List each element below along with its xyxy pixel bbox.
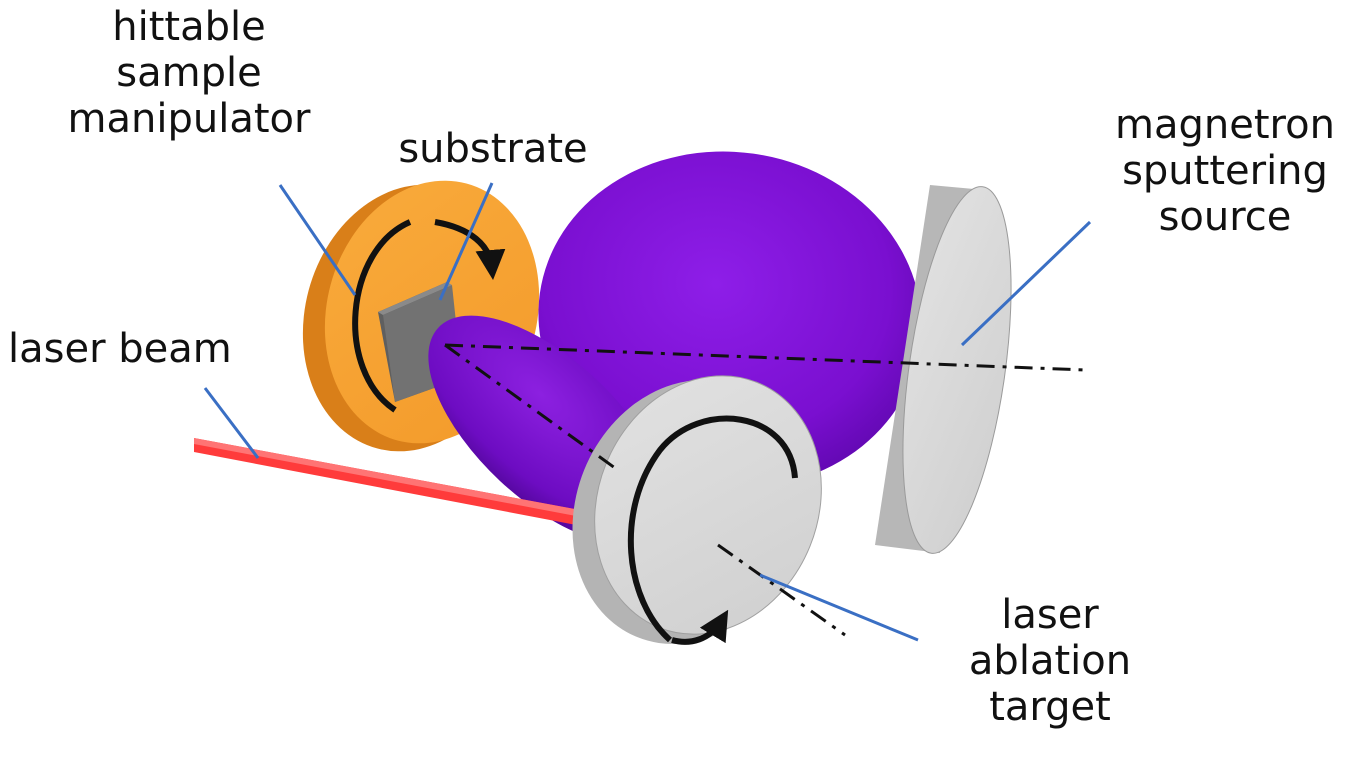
magnetron-source [875, 185, 1012, 554]
manipulator-rotation-arrow [352, 219, 412, 413]
ablation-target-label: laser ablation target [950, 592, 1150, 730]
target-rotation-arrow [627, 415, 798, 643]
manipulator-leader [278, 184, 357, 296]
laser-beam-leader [203, 387, 260, 459]
laser-beam-label: laser beam [8, 326, 232, 372]
manipulator-label: hittable sample manipulator [64, 4, 314, 142]
ablation-target [572, 375, 822, 645]
axis-lines [444, 343, 1086, 637]
substrate-leader [438, 182, 494, 301]
magnetron-label-line2: sputtering [1122, 148, 1328, 194]
magnetron-label-line3: source [1158, 194, 1292, 240]
target-leader [759, 573, 919, 642]
substrate-label: substrate [398, 126, 588, 172]
ablation-target-label-line2: ablation [968, 638, 1132, 684]
ablation-target-label-line3: target [989, 684, 1111, 730]
ablation-target-label-line1: laser [1001, 592, 1099, 638]
manipulator-label-line1: hittable [112, 4, 266, 50]
magnetron-label-line1: magnetron [1115, 102, 1335, 148]
manipulator-label-line2: sample [116, 50, 262, 96]
leader-lines [203, 182, 1092, 642]
magnetron-leader [960, 220, 1092, 347]
magnetron-label: magnetron sputtering source [1110, 102, 1340, 240]
manipulator-label-line3: manipulator [67, 96, 311, 142]
